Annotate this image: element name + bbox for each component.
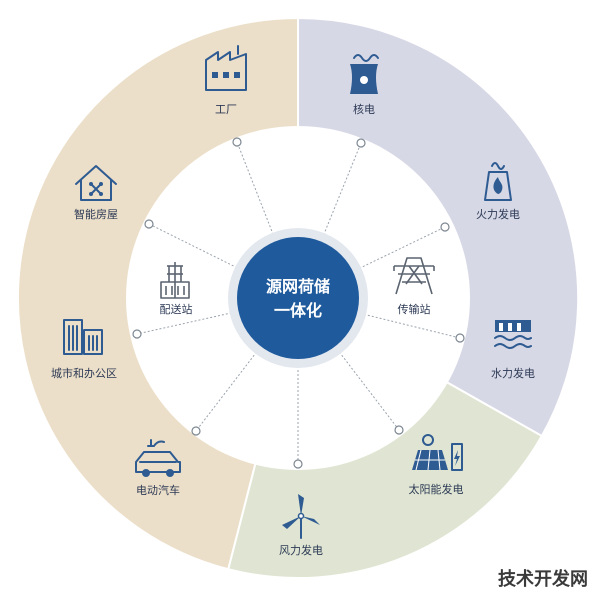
outer-label-hydro: 水力发电: [491, 366, 535, 380]
inner-node-label-substation: 配送站: [160, 302, 193, 316]
connector-node: [455, 333, 465, 343]
outer-label-ev: 电动汽车: [136, 483, 180, 497]
watermark: 技术开发网: [498, 568, 588, 590]
center-title-line2: 一体化: [274, 301, 322, 320]
connector-node: [356, 138, 366, 148]
connector-nodes: [132, 137, 465, 469]
outer-label-factory: 工厂: [215, 103, 237, 116]
connector-line: [297, 226, 446, 299]
outer-label-wind: 风力发电: [279, 543, 323, 557]
wind-turbine-icon: [282, 494, 320, 539]
city-buildings-icon: [63, 319, 103, 355]
outer-label-thermal: 火力发电: [476, 207, 520, 221]
center-hub: [237, 237, 359, 359]
connector-node: [232, 137, 242, 147]
electric-car-icon: [135, 439, 181, 477]
connector-node: [440, 222, 450, 232]
outer-label-smart-home: 智能房屋: [74, 207, 118, 221]
hydro-power-icon: [494, 320, 532, 349]
center-title-line1: 源网荷储: [266, 277, 330, 296]
connector-node: [132, 329, 142, 339]
connector-lines: [136, 141, 461, 464]
connector-node: [191, 426, 201, 436]
solar-panel-icon: [412, 434, 463, 471]
outer-label-solar: 太阳能发电: [409, 482, 464, 496]
outer-label-nuclear: 核电: [353, 102, 375, 116]
smart-home-icon: [75, 165, 117, 201]
transmission-tower-icon: [393, 257, 435, 295]
substation-icon: [160, 262, 190, 299]
connector-node: [293, 459, 303, 469]
connector-node: [394, 425, 404, 435]
connector-node: [144, 219, 154, 229]
connector-line: [136, 297, 299, 335]
outer-label-city: 城市和办公区: [51, 366, 117, 380]
factory-icon: [205, 45, 247, 91]
nuclear-plant-icon: [350, 54, 379, 94]
thermal-power-icon: [484, 162, 512, 201]
inner-node-label-transmission: 传输站: [398, 302, 431, 316]
